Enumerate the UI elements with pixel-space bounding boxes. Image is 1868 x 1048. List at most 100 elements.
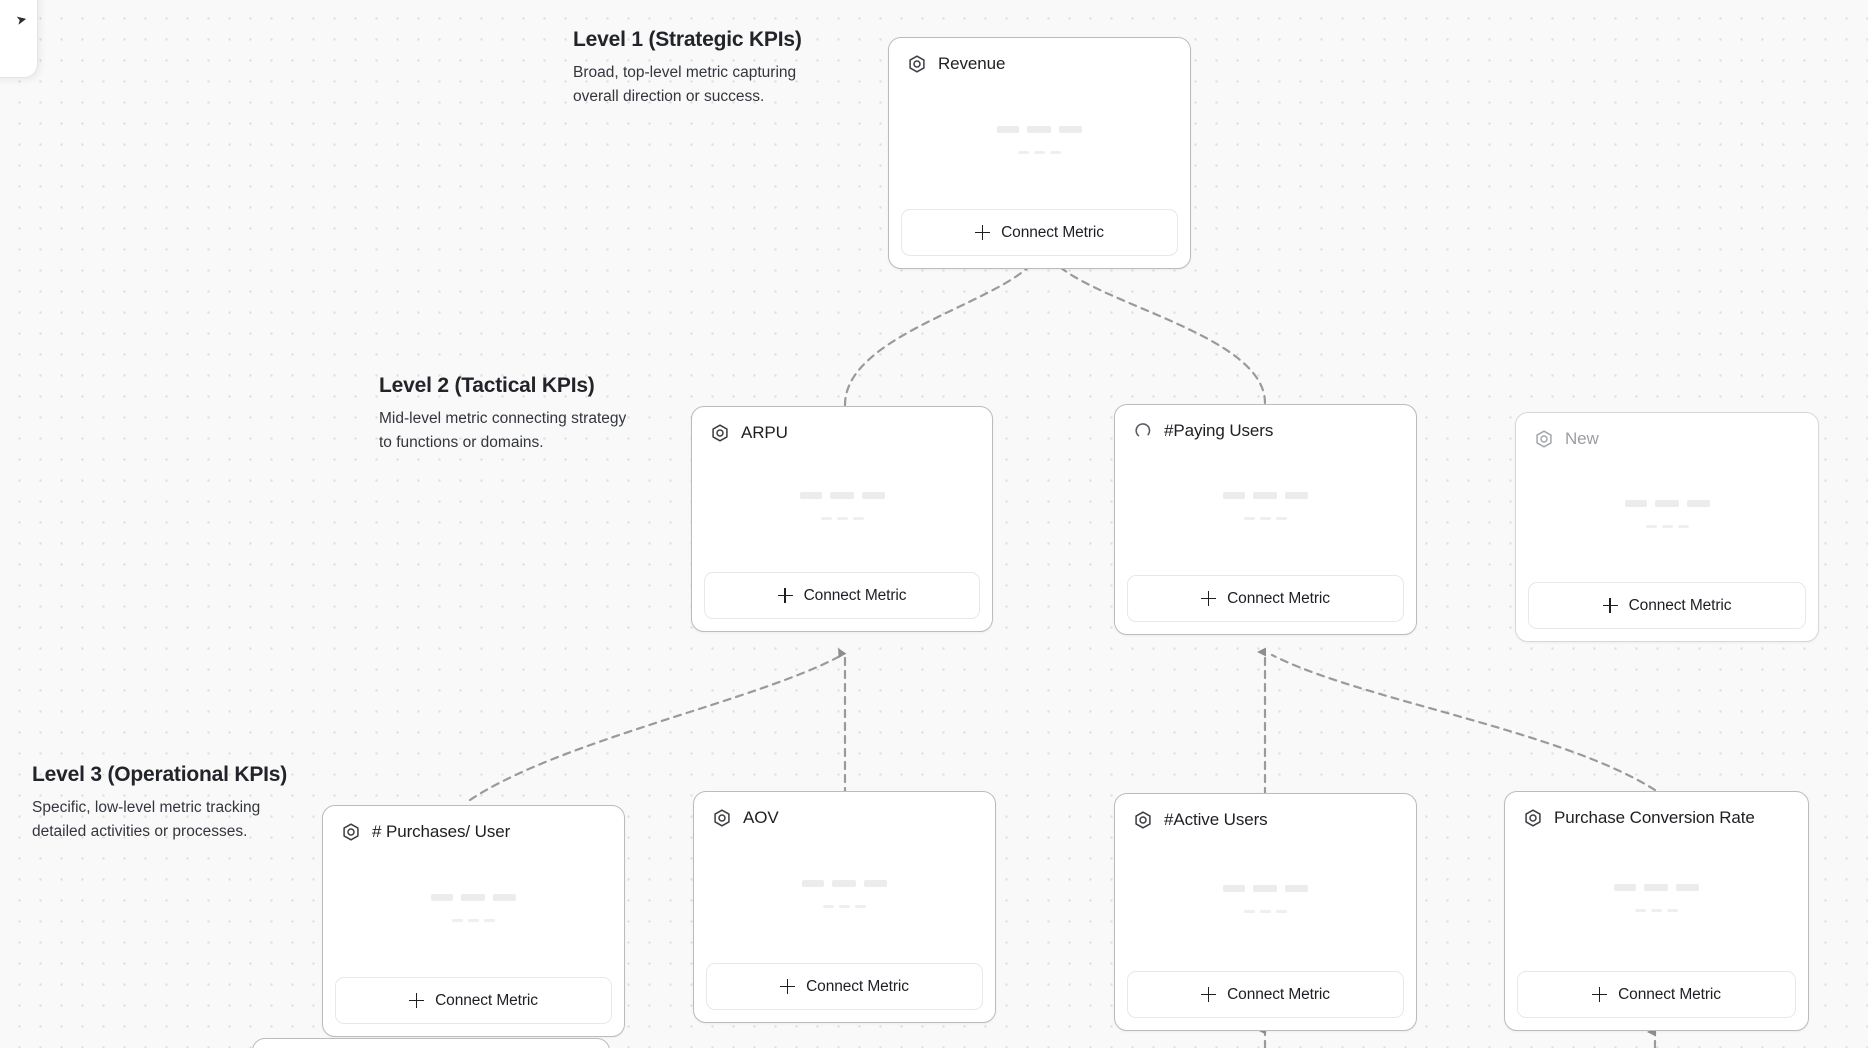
- skeleton-row-secondary: [1635, 908, 1678, 912]
- connect-metric-button[interactable]: Connect Metric: [1127, 971, 1404, 1018]
- card-header: New: [1516, 413, 1818, 449]
- connect-metric-button[interactable]: Connect Metric: [704, 572, 980, 619]
- skeleton-bar: [823, 904, 834, 908]
- skeleton-row-secondary: [1018, 150, 1061, 154]
- plus-icon: [975, 225, 991, 240]
- card-skeleton-body: [694, 828, 995, 963]
- metric-card-active-users[interactable]: #Active Users Connect Metric: [1114, 793, 1417, 1031]
- skeleton-bar: [861, 491, 885, 499]
- card-header: ARPU: [692, 407, 992, 443]
- skeleton-bar: [829, 491, 854, 499]
- skeleton-bar: [484, 918, 495, 922]
- level-2-title: Level 2 (Tactical KPIs): [379, 374, 595, 397]
- card-header: Revenue: [889, 38, 1190, 74]
- skeleton-row-primary: [802, 879, 887, 887]
- hexagon-metric-icon: [1135, 811, 1151, 829]
- skeleton-bar: [1276, 909, 1287, 913]
- metric-card-purchase-conversion-rate[interactable]: Purchase Conversion Rate Connect Metric: [1504, 791, 1809, 1031]
- skeleton-bar: [802, 879, 824, 887]
- card-title: #Paying Users: [1164, 421, 1274, 440]
- metric-card-arpu[interactable]: ARPU Connect Metric: [691, 406, 993, 632]
- edge-paying-users-to-revenue: [1045, 250, 1267, 405]
- skeleton-bar: [1223, 884, 1245, 892]
- connect-metric-label: Connect Metric: [803, 586, 907, 604]
- metric-card-revenue[interactable]: Revenue Connect Metric: [888, 37, 1191, 269]
- edge-conversion-to-paying-users: [1270, 653, 1657, 792]
- skeleton-bar: [1244, 909, 1255, 913]
- metric-card-offscreen-below-purchases[interactable]: [252, 1038, 610, 1048]
- skeleton-bar: [839, 904, 850, 908]
- skeleton-row-primary: [799, 491, 885, 499]
- level-3-title: Level 3 (Operational KPIs): [32, 763, 288, 786]
- card-skeleton-body: [1516, 449, 1818, 582]
- metric-card-paying-users[interactable]: #Paying Users Connect Metric: [1114, 404, 1417, 635]
- skeleton-row-primary: [1614, 883, 1699, 891]
- skeleton-bar: [493, 893, 516, 901]
- card-skeleton-body: [1505, 828, 1808, 971]
- card-header: # Purchases/ User: [323, 806, 624, 842]
- level-3-label-block: Level 3 (Operational KPIs) Specific, low…: [32, 763, 287, 844]
- card-title: Purchase Conversion Rate: [1554, 808, 1755, 827]
- metric-card-aov[interactable]: AOV Connect Metric: [693, 791, 996, 1023]
- skeleton-bar: [1260, 909, 1271, 913]
- hexagon-metric-icon: [1536, 430, 1552, 448]
- skeleton-bar: [855, 904, 866, 908]
- card-title: New: [1565, 429, 1599, 448]
- skeleton-bar: [1223, 492, 1245, 499]
- skeleton-bar: [1614, 883, 1636, 891]
- connect-metric-button[interactable]: Connect Metric: [1517, 971, 1796, 1018]
- connect-metric-button[interactable]: Connect Metric: [1528, 582, 1806, 629]
- skeleton-bar: [1654, 499, 1679, 507]
- skeleton-bar: [1661, 524, 1673, 528]
- skeleton-row-secondary: [1244, 517, 1287, 520]
- connect-metric-button[interactable]: Connect Metric: [706, 963, 983, 1010]
- hexagon-metric-icon: [714, 809, 730, 827]
- connect-metric-button[interactable]: Connect Metric: [335, 977, 612, 1024]
- level-1-title: Level 1 (Strategic KPIs): [573, 28, 802, 51]
- connect-metric-button[interactable]: Connect Metric: [901, 209, 1178, 256]
- plus-icon: [780, 979, 796, 994]
- skeleton-bar: [468, 918, 479, 922]
- skeleton-bar: [1686, 499, 1710, 507]
- floating-panel-corner[interactable]: ➤: [0, 0, 38, 78]
- skeleton-bar: [1253, 884, 1277, 892]
- card-skeleton-body: [323, 842, 624, 977]
- connect-metric-label: Connect Metric: [1001, 223, 1104, 241]
- card-header: Purchase Conversion Rate: [1505, 792, 1808, 828]
- plus-icon: [1602, 598, 1618, 613]
- card-header: AOV: [694, 792, 995, 828]
- skeleton-bar: [1677, 524, 1689, 528]
- card-title: Revenue: [938, 54, 1006, 73]
- skeleton-row-secondary: [820, 516, 864, 520]
- skeleton-bar: [836, 516, 848, 520]
- card-skeleton-body: [889, 74, 1190, 209]
- skeleton-row-secondary: [1645, 524, 1689, 528]
- skeleton-bar: [799, 491, 822, 499]
- skeleton-bar: [1018, 150, 1029, 154]
- skeleton-bar: [1285, 492, 1308, 499]
- plus-icon: [1592, 987, 1608, 1002]
- skeleton-bar: [1644, 883, 1668, 891]
- skeleton-bar: [1260, 517, 1271, 520]
- card-skeleton-body: [1115, 830, 1416, 971]
- skeleton-bar: [1667, 908, 1678, 912]
- plus-icon: [409, 993, 425, 1008]
- level-1-description: Broad, top-level metric capturing overal…: [573, 64, 797, 105]
- skeleton-bar: [1285, 884, 1308, 892]
- card-header: #Active Users: [1115, 794, 1416, 830]
- skeleton-row-primary: [1223, 492, 1308, 499]
- metric-card-new[interactable]: New Connect Metric: [1515, 412, 1819, 642]
- card-title: #Active Users: [1164, 810, 1268, 829]
- connect-metric-label: Connect Metric: [435, 991, 538, 1009]
- skeleton-bar: [1635, 908, 1646, 912]
- card-title: # Purchases/ User: [372, 822, 511, 841]
- card-title: AOV: [743, 808, 779, 827]
- connect-metric-button[interactable]: Connect Metric: [1127, 575, 1404, 622]
- level-1-label-block: Level 1 (Strategic KPIs) Broad, top-leve…: [573, 28, 823, 109]
- skeleton-bar: [1276, 517, 1287, 520]
- metric-card-purchases-per-user[interactable]: # Purchases/ User Connect Metric: [322, 805, 625, 1037]
- edge-arpu-to-revenue: [843, 248, 1043, 407]
- skeleton-bar: [1027, 125, 1051, 133]
- connect-metric-label: Connect Metric: [806, 977, 909, 995]
